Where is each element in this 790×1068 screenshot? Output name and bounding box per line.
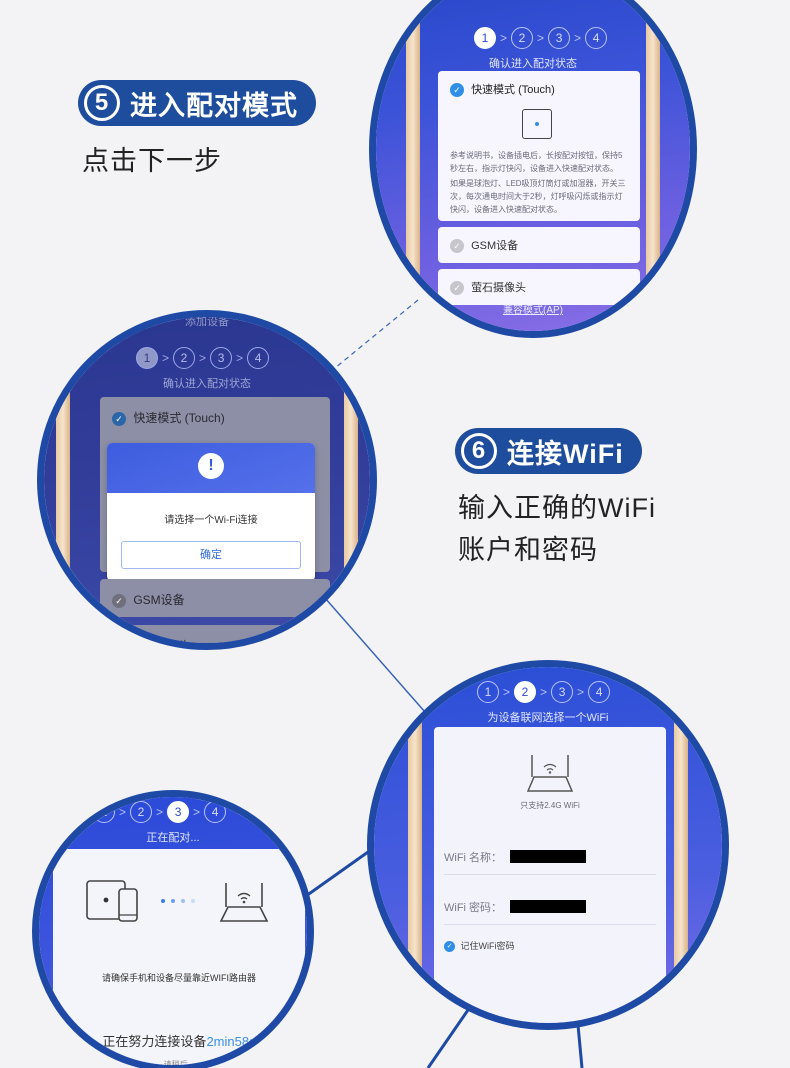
connecting-countdown: 2min58s — [206, 1034, 256, 1049]
device-button-icon — [522, 109, 552, 139]
step-dot-4: 4 — [247, 347, 270, 369]
option-gsm-label: GSM设备 — [133, 593, 185, 607]
step6-desc-line2: 账户和密码 — [458, 535, 598, 565]
option-ezviz-card[interactable]: ✓ 萤石摄像头 — [438, 269, 640, 305]
pairing-panel: 请确保手机和设备尽量靠近WIFI路由器 正在努力连接设备2min58s 请稍后.… — [53, 849, 305, 1068]
step-dot-3: 3 — [167, 801, 190, 823]
dialog-confirm-button[interactable]: 确定 — [121, 541, 301, 569]
step-dot-4: 4 — [204, 801, 227, 823]
checkmark-icon: ✓ — [112, 593, 126, 608]
step5-desc: 点击下一步 — [82, 146, 222, 176]
connecting-dots — [161, 899, 195, 903]
proximity-hint: 请确保手机和设备尽量靠近WIFI路由器 — [102, 973, 256, 983]
step6-desc-line1: 输入正确的WiFi — [458, 493, 656, 523]
remember-password-label: 记住WiFi密码 — [460, 941, 515, 951]
option-gsm-card[interactable]: ✓ GSM设备 — [100, 579, 330, 617]
step5-label: 进入配对模式 — [130, 90, 298, 121]
alert-icon: ! — [198, 453, 224, 479]
wifi-form-card: 只支持2.4G WiFi WiFi 名称： WiFi 密码： ✓ 记住WiFi密… — [434, 727, 666, 1023]
option-touch-card[interactable]: ✓ 快速模式 (Touch) 参考说明书，设备插电后，长按配对按钮，保持5秒左右… — [438, 71, 640, 221]
step-dot-3: 3 — [210, 347, 233, 369]
option-ezviz-label: 萤石摄像头 — [471, 282, 527, 294]
page-subtitle: 确认进入配对状态 — [489, 58, 577, 70]
progress-stepper: 1> 2> 3> 4 — [477, 681, 611, 703]
progress-stepper: 1> 2> 3> 4 — [474, 27, 608, 49]
step5-title: 5 进入配对模式 — [78, 80, 316, 126]
instructions-text-2: 如果是球泡灯、LED吸顶灯筒灯或加湿器，开关三次，每次通电时间大于2秒，灯呼吸闪… — [450, 179, 626, 214]
step-dot-4: 4 — [588, 681, 611, 703]
step6-number: 6 — [461, 433, 497, 469]
step-dot-1: 1 — [474, 27, 496, 49]
zoom-circle-wifi-dialog: 添加设备 1> 2> 3> 4 确认进入配对状态 ✓ 快速模式 (Touch) … — [37, 310, 377, 650]
checkmark-icon: ✓ — [112, 411, 126, 426]
step-dot-3: 3 — [548, 27, 571, 49]
step-dot-2: 2 — [511, 27, 534, 49]
zoom-circle-wifi-form: 1> 2> 3> 4 为设备联网选择一个WiFi 只支持2.4G WiFi Wi… — [367, 660, 729, 1030]
progress-stepper: 1> 2> 3> 4 — [136, 347, 270, 369]
zoom-circle-pairing-mode: 1> 2> 3> 4 确认进入配对状态 ✓ 快速模式 (Touch) 参考说明书… — [369, 0, 697, 338]
progress-stepper: 1> 2> 3> 4 — [93, 801, 227, 823]
wifi-password-value-redacted — [510, 900, 586, 913]
connecting-status: 正在努力连接设备2min58s — [53, 1031, 305, 1050]
router-icon — [219, 881, 269, 923]
option-gsm-card[interactable]: ✓ GSM设备 — [438, 227, 640, 263]
option-ezviz-card[interactable]: 萤石摄像头 — [100, 625, 330, 650]
option-touch-label: 快速模式 (Touch) — [133, 411, 225, 425]
checkmark-icon: ✓ — [444, 941, 455, 953]
step5-number: 5 — [84, 85, 120, 121]
nav-title: 添加设备 — [185, 316, 229, 328]
step-dot-4: 4 — [585, 27, 608, 49]
step-dot-2: 2 — [130, 801, 153, 823]
checkmark-icon: ✓ — [450, 239, 464, 254]
page-subtitle: 正在配对... — [146, 832, 200, 844]
connecting-status-text: 正在努力连接设备 — [102, 1034, 207, 1049]
wifi-password-field[interactable]: WiFi 密码： — [444, 889, 656, 925]
step-dot-2: 2 — [514, 681, 537, 703]
router-icon — [526, 753, 574, 793]
wifi-password-label: WiFi 密码： — [444, 901, 503, 914]
wifi-name-value-redacted — [510, 850, 586, 863]
support-note: 只支持2.4G WiFi — [520, 801, 580, 810]
wifi-name-field[interactable]: WiFi 名称： — [444, 839, 656, 875]
step-dot-3: 3 — [551, 681, 574, 703]
option-ezviz-label: 萤石摄像头 — [130, 639, 191, 650]
option-touch-label: 快速模式 (Touch) — [471, 84, 555, 96]
compat-mode-link[interactable]: 兼容模式(AP) — [503, 305, 563, 316]
step6-desc: 输入正确的WiFi 账户和密码 — [458, 487, 656, 571]
step6-label: 连接WiFi — [507, 438, 624, 469]
page-subtitle: 为设备联网选择一个WiFi — [487, 712, 609, 724]
dialog-message: 请选择一个Wi-Fi连接 — [164, 515, 258, 526]
step-dot-1: 1 — [93, 801, 115, 823]
step-dot-1: 1 — [136, 347, 158, 369]
step6-title: 6 连接WiFi — [455, 428, 642, 474]
checkmark-icon: ✓ — [450, 281, 464, 296]
please-wait-text: 请稍后... — [163, 1060, 195, 1068]
step-dot-1: 1 — [477, 681, 499, 703]
zoom-circle-pairing-progress: 1> 2> 3> 4 正在配对... — [32, 790, 314, 1068]
page-subtitle: 确认进入配对状态 — [163, 378, 251, 390]
remember-password-checkbox[interactable]: ✓ 记住WiFi密码 — [444, 939, 515, 953]
wifi-name-label: WiFi 名称： — [444, 851, 503, 864]
alert-dialog: ! 请选择一个Wi-Fi连接 确定 — [107, 443, 315, 581]
device-phone-icon — [85, 879, 141, 923]
option-gsm-label: GSM设备 — [471, 240, 519, 252]
checkmark-icon: ✓ — [450, 83, 464, 98]
step-dot-2: 2 — [173, 347, 196, 369]
instructions-text-1: 参考说明书，设备插电后，长按配对按钮，保持5秒左右，指示灯快闪，设备进入快速配对… — [450, 151, 623, 173]
